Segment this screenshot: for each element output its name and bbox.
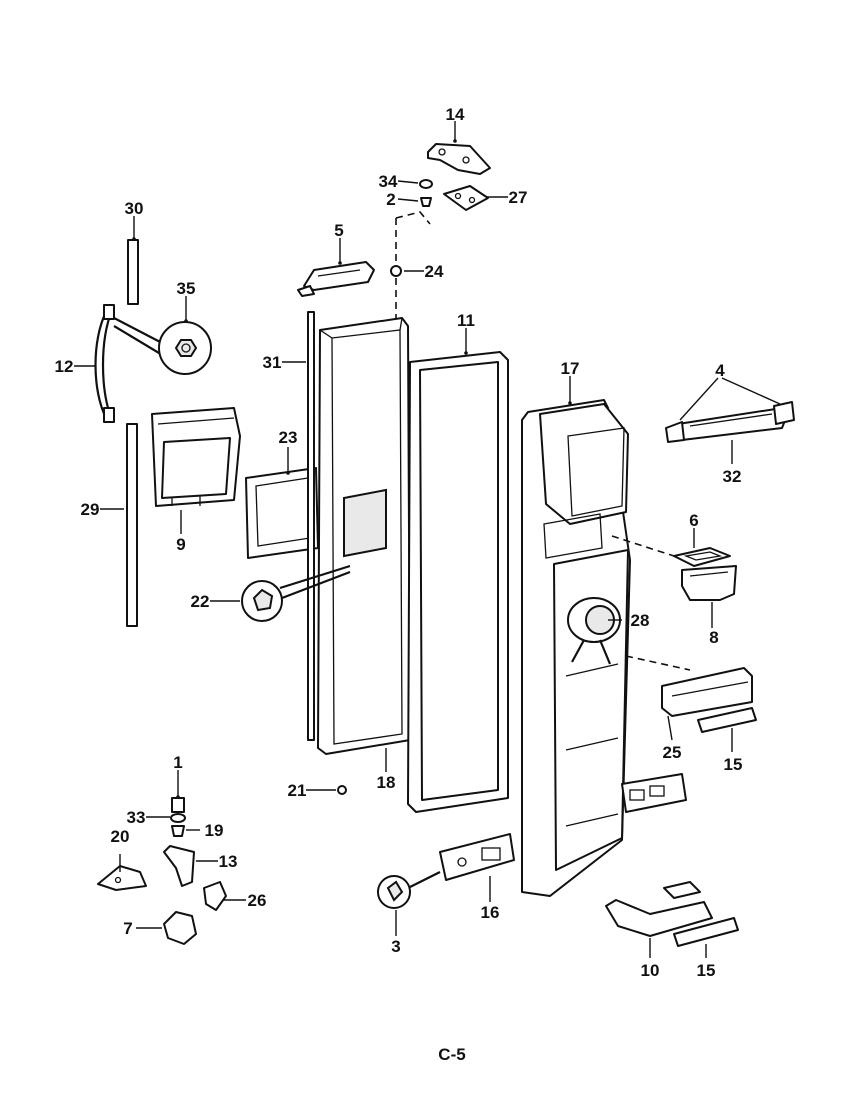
label-part-27: 27 <box>509 188 528 207</box>
part-number-labels: 14 34 2 27 30 5 24 35 11 12 31 17 4 23 3… <box>55 105 743 980</box>
part-33-washer <box>170 813 186 823</box>
label-part-6: 6 <box>689 511 698 530</box>
part-5-top-trim <box>297 261 375 297</box>
label-part-33: 33 <box>127 808 146 827</box>
label-part-19: 19 <box>205 821 224 840</box>
assembly-dashed-line-25 <box>625 655 691 671</box>
part-21-plug <box>337 785 347 795</box>
label-part-11: 11 <box>457 311 475 330</box>
label-part-26: 26 <box>248 891 267 910</box>
label-part-15-lower: 15 <box>697 961 716 980</box>
part-17-door-liner <box>521 399 631 897</box>
leader-lines <box>74 121 781 958</box>
part-3-cam-detail <box>377 871 441 909</box>
label-part-5: 5 <box>334 221 343 240</box>
part-14-upper-hinge <box>427 143 491 175</box>
label-part-30: 30 <box>125 199 144 218</box>
label-part-7: 7 <box>123 919 132 938</box>
part-1-bushing <box>171 797 185 813</box>
label-part-25: 25 <box>663 743 682 762</box>
label-part-3: 3 <box>391 937 400 956</box>
label-part-10: 10 <box>641 961 660 980</box>
label-part-21: 21 <box>288 781 307 800</box>
label-part-8: 8 <box>709 628 718 647</box>
label-part-1: 1 <box>173 753 182 772</box>
label-part-15-upper: 15 <box>724 755 743 774</box>
part-8-cup <box>681 565 737 601</box>
hinge-axis-dashed-top <box>395 211 431 225</box>
part-35-screw-detail <box>113 317 212 375</box>
part-31-thin-strip <box>307 311 315 741</box>
label-part-4: 4 <box>715 361 725 380</box>
label-part-29: 29 <box>81 500 100 519</box>
label-part-31: 31 <box>263 353 282 372</box>
part-10-lower-bin <box>605 881 713 937</box>
part-12-handle <box>94 304 115 423</box>
label-part-32: 32 <box>723 467 742 486</box>
liner-control-bar <box>621 773 687 813</box>
page-code: C-5 <box>438 1045 465 1064</box>
part-4-rail-clips <box>665 401 795 443</box>
part-28-dispenser-knob <box>567 597 621 665</box>
part-24-bushing <box>390 265 402 277</box>
part-25-door-bin <box>661 667 753 717</box>
part-13-hinge-bracket <box>163 845 195 887</box>
label-part-9: 9 <box>176 535 185 554</box>
label-part-16: 16 <box>481 903 500 922</box>
leader-arrowheads <box>132 139 572 799</box>
label-part-17: 17 <box>561 359 580 378</box>
part-18-door-inner-panel <box>317 317 411 755</box>
part-7-cam <box>163 911 197 945</box>
part-30-trim-strip <box>127 239 139 305</box>
part-16-lower-trim <box>439 833 515 881</box>
part-26-bracket <box>203 881 227 911</box>
label-part-35: 35 <box>177 279 196 298</box>
part-20-lower-hinge <box>97 865 147 891</box>
part-11-door-gasket <box>407 351 509 813</box>
label-part-12: 12 <box>55 357 74 376</box>
label-part-24: 24 <box>425 262 444 281</box>
label-part-20: 20 <box>111 827 130 846</box>
part-15-bin-trim-lower <box>673 917 739 947</box>
part-27-hinge-shim <box>443 185 489 211</box>
label-part-14: 14 <box>446 105 465 124</box>
assembly-dashed-line-6 <box>611 535 675 557</box>
label-part-2: 2 <box>386 190 395 209</box>
part-9-dispenser-frame <box>151 407 241 507</box>
label-part-22: 22 <box>191 592 210 611</box>
label-part-18: 18 <box>377 773 396 792</box>
label-part-13: 13 <box>219 852 238 871</box>
part-6-tray <box>673 547 731 567</box>
part-15-bin-trim-upper <box>697 707 757 733</box>
part-22-clip-detail <box>241 564 351 622</box>
part-2-hinge-pin <box>420 197 432 207</box>
label-part-28: 28 <box>631 611 650 630</box>
part-32-shelf-rail <box>675 407 787 441</box>
part-19-pin <box>171 825 185 837</box>
label-part-34: 34 <box>379 172 398 191</box>
part-29-long-trim-strip <box>126 423 138 627</box>
label-part-23: 23 <box>279 428 298 447</box>
part-34-washer <box>419 179 433 189</box>
